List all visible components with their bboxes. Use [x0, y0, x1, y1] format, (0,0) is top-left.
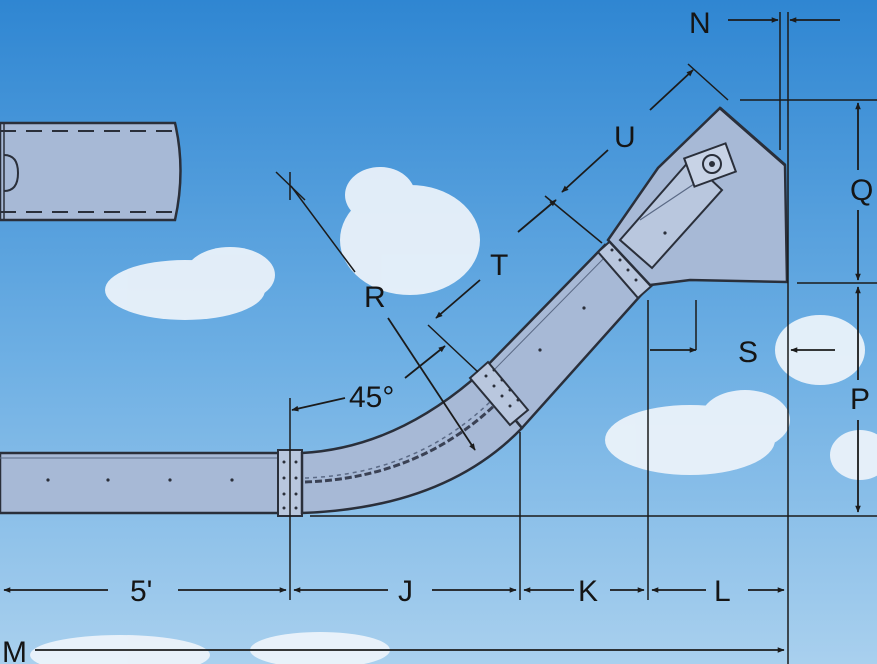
extension-lines [275, 12, 877, 664]
label-angle: 45° [349, 381, 394, 414]
label-r: R [364, 281, 386, 314]
horizontal-trough [0, 449, 303, 517]
label-t: T [490, 249, 508, 282]
dimension-lines [3, 17, 861, 653]
label-u: U [614, 121, 636, 154]
label-j: J [398, 575, 413, 608]
detached-trough-section [0, 121, 182, 222]
label-k: K [578, 575, 598, 608]
label-s: S [738, 336, 758, 369]
label-m: M [2, 636, 27, 664]
label-l: L [714, 575, 731, 608]
dimension-labels: N U Q T R S P 45° 5' J K L M [2, 7, 873, 664]
label-five-ft: 5' [130, 575, 152, 608]
label-p: P [850, 383, 870, 416]
head-section [606, 106, 789, 287]
label-n: N [689, 7, 711, 40]
label-q: Q [850, 174, 873, 207]
